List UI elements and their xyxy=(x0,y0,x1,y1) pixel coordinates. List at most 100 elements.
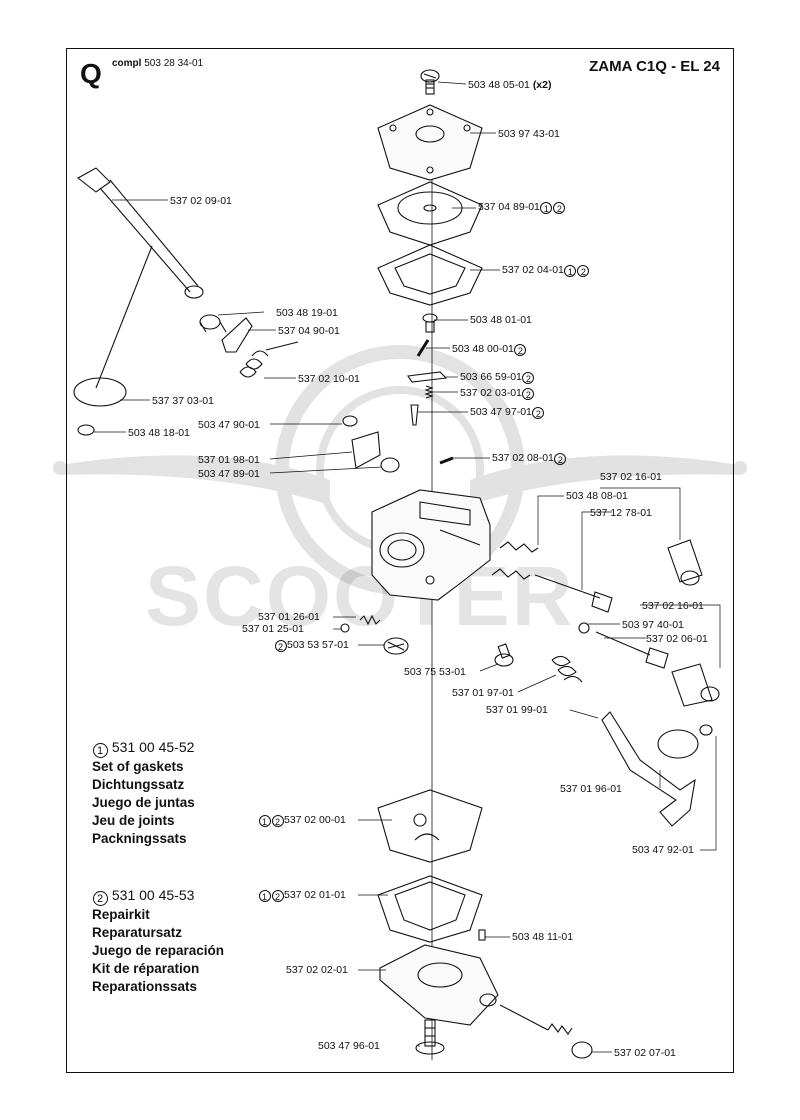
part-number: 537 01 26-01 xyxy=(258,611,320,623)
part-label-p18[interactable]: 537 01 98-01 xyxy=(198,454,260,466)
choke-lever xyxy=(601,711,696,827)
part-number: 503 47 90-01 xyxy=(198,419,260,431)
kit-marker-1: 1 xyxy=(564,265,577,277)
part-number: 503 47 96-01 xyxy=(318,1040,380,1052)
legend-description-line: Juego de reparación xyxy=(92,943,225,958)
part-number: 503 48 18-01 xyxy=(128,427,190,439)
part-label-p11[interactable]: 537 02 09-01 xyxy=(170,195,232,207)
part-label-p38[interactable]: 503 47 96-01 xyxy=(318,1040,380,1052)
part-label-p31[interactable]: 537 01 99-01 xyxy=(486,704,548,716)
part-number: 503 47 92-01 xyxy=(632,844,694,856)
part-number: 537 02 08-01 xyxy=(492,452,554,464)
part-number: 537 02 06-01 xyxy=(646,633,708,645)
metering-diaphragm xyxy=(377,875,483,943)
part-label-p15[interactable]: 537 37 03-01 xyxy=(152,395,214,407)
carburetor-body xyxy=(371,489,491,601)
legend-kit-number: 1 531 00 45-52 xyxy=(92,738,195,758)
compl-assembly-number: compl 503 28 34-01 xyxy=(112,58,203,69)
legend-description-line: Dichtungssatz xyxy=(92,777,185,792)
part-label-p1[interactable]: 503 48 05-01 (x2) xyxy=(468,79,552,91)
part-label-p5[interactable]: 503 48 01-01 xyxy=(470,314,532,326)
part-number: 537 02 16-01 xyxy=(642,600,704,612)
part-label-p32[interactable]: 537 01 96-01 xyxy=(560,783,622,795)
part-label-p21[interactable]: 503 48 08-01 xyxy=(566,490,628,502)
throttle-shaft xyxy=(77,167,204,299)
part-number: 503 97 43-01 xyxy=(498,128,560,140)
check-valve-spring xyxy=(340,614,381,633)
part-number: 503 53 57-01 xyxy=(287,639,349,651)
part-label-p16[interactable]: 503 48 18-01 xyxy=(128,427,190,439)
legend-description-line: Kit de réparation xyxy=(92,961,200,976)
part-label-p13[interactable]: 537 04 90-01 xyxy=(278,325,340,337)
part-label-p37[interactable]: 537 02 02-01 xyxy=(286,964,348,976)
part-label-p19[interactable]: 503 47 89-01 xyxy=(198,468,260,480)
part-quantity: (x2) xyxy=(532,79,552,91)
part-label-p23[interactable]: 537 02 16-01 xyxy=(642,600,704,612)
kit-number: 531 00 45-53 xyxy=(111,887,195,903)
part-label-p29[interactable]: 503 75 53-01 xyxy=(404,666,466,678)
compl-prefix: compl xyxy=(112,58,142,69)
kit-marker-2: 2 xyxy=(554,453,567,465)
legend-description-line: Reparationssats xyxy=(92,979,198,994)
mounting-screw xyxy=(499,1004,593,1059)
part-label-p22[interactable]: 537 12 78-01 xyxy=(590,507,652,519)
kit-marker-1: 1 xyxy=(258,815,271,827)
leader-lines xyxy=(94,81,721,1053)
choke-valve xyxy=(657,724,713,759)
part-number: 537 01 96-01 xyxy=(560,783,622,795)
part-label-p24[interactable]: 503 97 40-01 xyxy=(622,619,684,631)
part-label-p39[interactable]: 537 02 07-01 xyxy=(614,1047,676,1059)
kit-marker-1: 1 xyxy=(540,202,553,214)
adjust-spring-2 xyxy=(491,568,531,580)
part-label-p14[interactable]: 537 02 10-01 xyxy=(298,373,360,385)
part-label-p25[interactable]: 537 02 06-01 xyxy=(646,633,708,645)
top-screw xyxy=(420,69,440,95)
diagram-frame xyxy=(66,48,734,1073)
throttle-lever xyxy=(221,317,253,353)
kit-marker-2: 2 xyxy=(271,815,284,827)
part-number: 537 01 98-01 xyxy=(198,454,260,466)
small-pin xyxy=(439,456,454,465)
part-number: 537 04 89-01 xyxy=(478,201,540,213)
part-label-p17[interactable]: 503 47 90-01 xyxy=(198,419,260,431)
kit-number: 531 00 45-52 xyxy=(111,739,195,755)
kit-marker-1: 1 xyxy=(258,890,271,902)
idle-spring xyxy=(551,655,583,683)
part-label-p36[interactable]: 503 48 11-01 xyxy=(512,931,573,943)
cover-screw xyxy=(415,1019,445,1055)
part-label-p12[interactable]: 503 48 19-01 xyxy=(276,307,338,319)
throttle-spring xyxy=(239,341,299,378)
shaft-bushing xyxy=(199,314,227,333)
legend-description-line: Repairkit xyxy=(92,907,150,922)
part-number: 537 02 03-01 xyxy=(460,387,522,399)
part-label-p20[interactable]: 537 02 16-01 xyxy=(600,471,662,483)
part-label-p26[interactable]: 537 01 26-01 xyxy=(258,611,320,623)
kit-marker-2: 2 xyxy=(553,202,566,214)
part-label-p27[interactable]: 537 01 25-01 xyxy=(242,623,304,635)
part-number: 503 48 05-01 xyxy=(468,79,530,91)
kit-marker-2: 2 xyxy=(532,407,545,419)
kit-marker-2: 2 xyxy=(522,388,535,400)
diagram-title: ZAMA C1Q - EL 24 xyxy=(589,58,720,75)
part-label-p2[interactable]: 503 97 43-01 xyxy=(498,128,560,140)
part-label-p33[interactable]: 503 47 92-01 xyxy=(632,844,694,856)
part-number: 537 02 02-01 xyxy=(286,964,348,976)
part-number: 537 02 09-01 xyxy=(170,195,232,207)
throttle-valve-screw xyxy=(77,424,95,436)
part-number: 503 75 53-01 xyxy=(404,666,466,678)
part-label-p30[interactable]: 537 01 97-01 xyxy=(452,687,514,699)
part-number: 537 12 78-01 xyxy=(590,507,652,519)
choke-shaft-upper xyxy=(667,539,703,586)
part-number: 503 48 19-01 xyxy=(276,307,338,319)
